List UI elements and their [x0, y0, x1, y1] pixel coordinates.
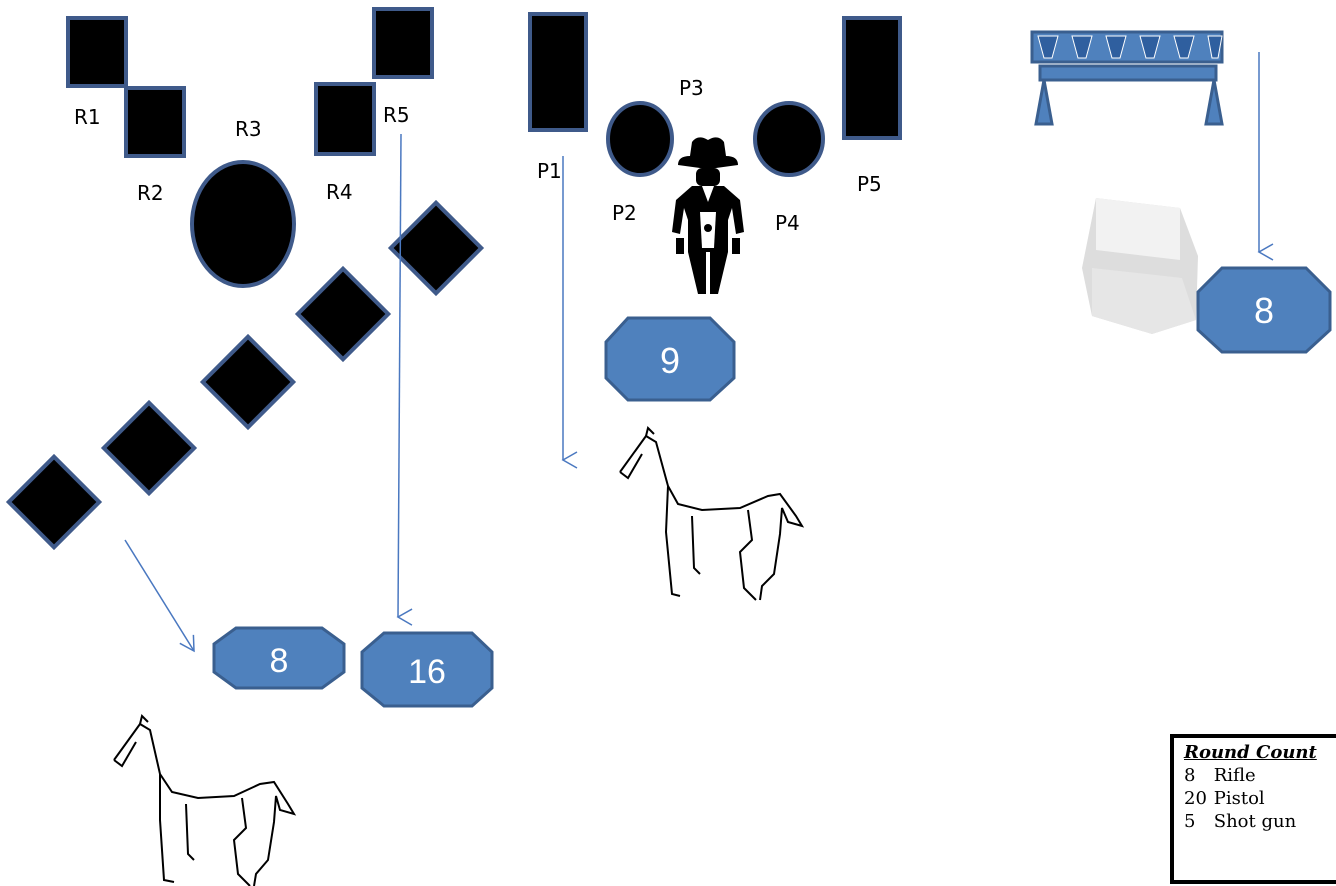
shotgun-target-1: [5, 453, 103, 551]
round-count-weapon: Pistol: [1213, 788, 1265, 809]
shotgun-target-4: [294, 265, 392, 363]
pistol-target-p4: [753, 101, 825, 177]
round-count-item: 20 Pistol: [1184, 787, 1336, 810]
round-count-number: 8: [1184, 765, 1196, 786]
round-count-box: Round Count 8 Rifle 20 Pistol 5 Shot gun: [1170, 734, 1336, 884]
round-count-item: 8 Rifle: [1184, 764, 1336, 787]
rifle-label-r5: R5: [383, 103, 410, 127]
shotgun-diamonds: [5, 199, 485, 551]
pistol-target-p1: [528, 12, 588, 132]
rifle-arrow: [396, 133, 413, 626]
rifle-target-r5: [372, 7, 434, 79]
shotgun-target-2: [100, 399, 198, 497]
rifle-count-text: 16: [408, 653, 446, 691]
pistol-label-p4: P4: [775, 211, 800, 235]
round-count-item: 5 Shot gun: [1184, 810, 1336, 833]
pistol-count-text: 9: [660, 340, 680, 381]
round-count-weapon: Rifle: [1213, 765, 1256, 786]
hay-bale-icon: [1082, 198, 1198, 334]
rifle-target-r4: [314, 82, 376, 156]
horse-icon: [619, 426, 805, 601]
cowboy-icon: [672, 137, 744, 294]
shotgun-count-octagon: 8: [212, 626, 346, 690]
pistol-count-octagon: 9: [604, 316, 736, 402]
table-icon: [1030, 30, 1224, 126]
pistol-target-p5: [842, 16, 902, 140]
round-count-title: Round Count: [1184, 742, 1317, 763]
horse-icon: [113, 714, 297, 886]
shotgun-target-3: [199, 333, 297, 431]
round-count-number: 20: [1184, 788, 1207, 809]
table-count-text: 8: [1254, 290, 1274, 331]
round-count-number: 5: [1184, 811, 1196, 832]
rifle-label-r1: R1: [74, 105, 101, 129]
pistol-label-p5: P5: [857, 172, 882, 196]
pistol-target-p2: [606, 101, 674, 177]
rifle-target-r3: [190, 160, 296, 288]
pistol-label-p1: P1: [537, 159, 562, 183]
pistol-label-p2: P2: [612, 201, 637, 225]
table-count-octagon: 8: [1196, 266, 1332, 354]
shotgun-arrow: [124, 539, 195, 653]
rifle-label-r4: R4: [326, 180, 353, 204]
rifle-target-r2: [124, 86, 186, 158]
rifle-target-r1: [66, 16, 128, 88]
rifle-label-r2: R2: [137, 181, 164, 205]
shotgun-count-text: 8: [270, 642, 289, 680]
round-count-weapon: Shot gun: [1213, 811, 1297, 832]
rifle-label-r3: R3: [235, 117, 262, 141]
pistol-label-p3: P3: [679, 76, 704, 100]
rifle-count-octagon: 16: [360, 631, 494, 708]
shotgun-target-5: [387, 199, 485, 297]
